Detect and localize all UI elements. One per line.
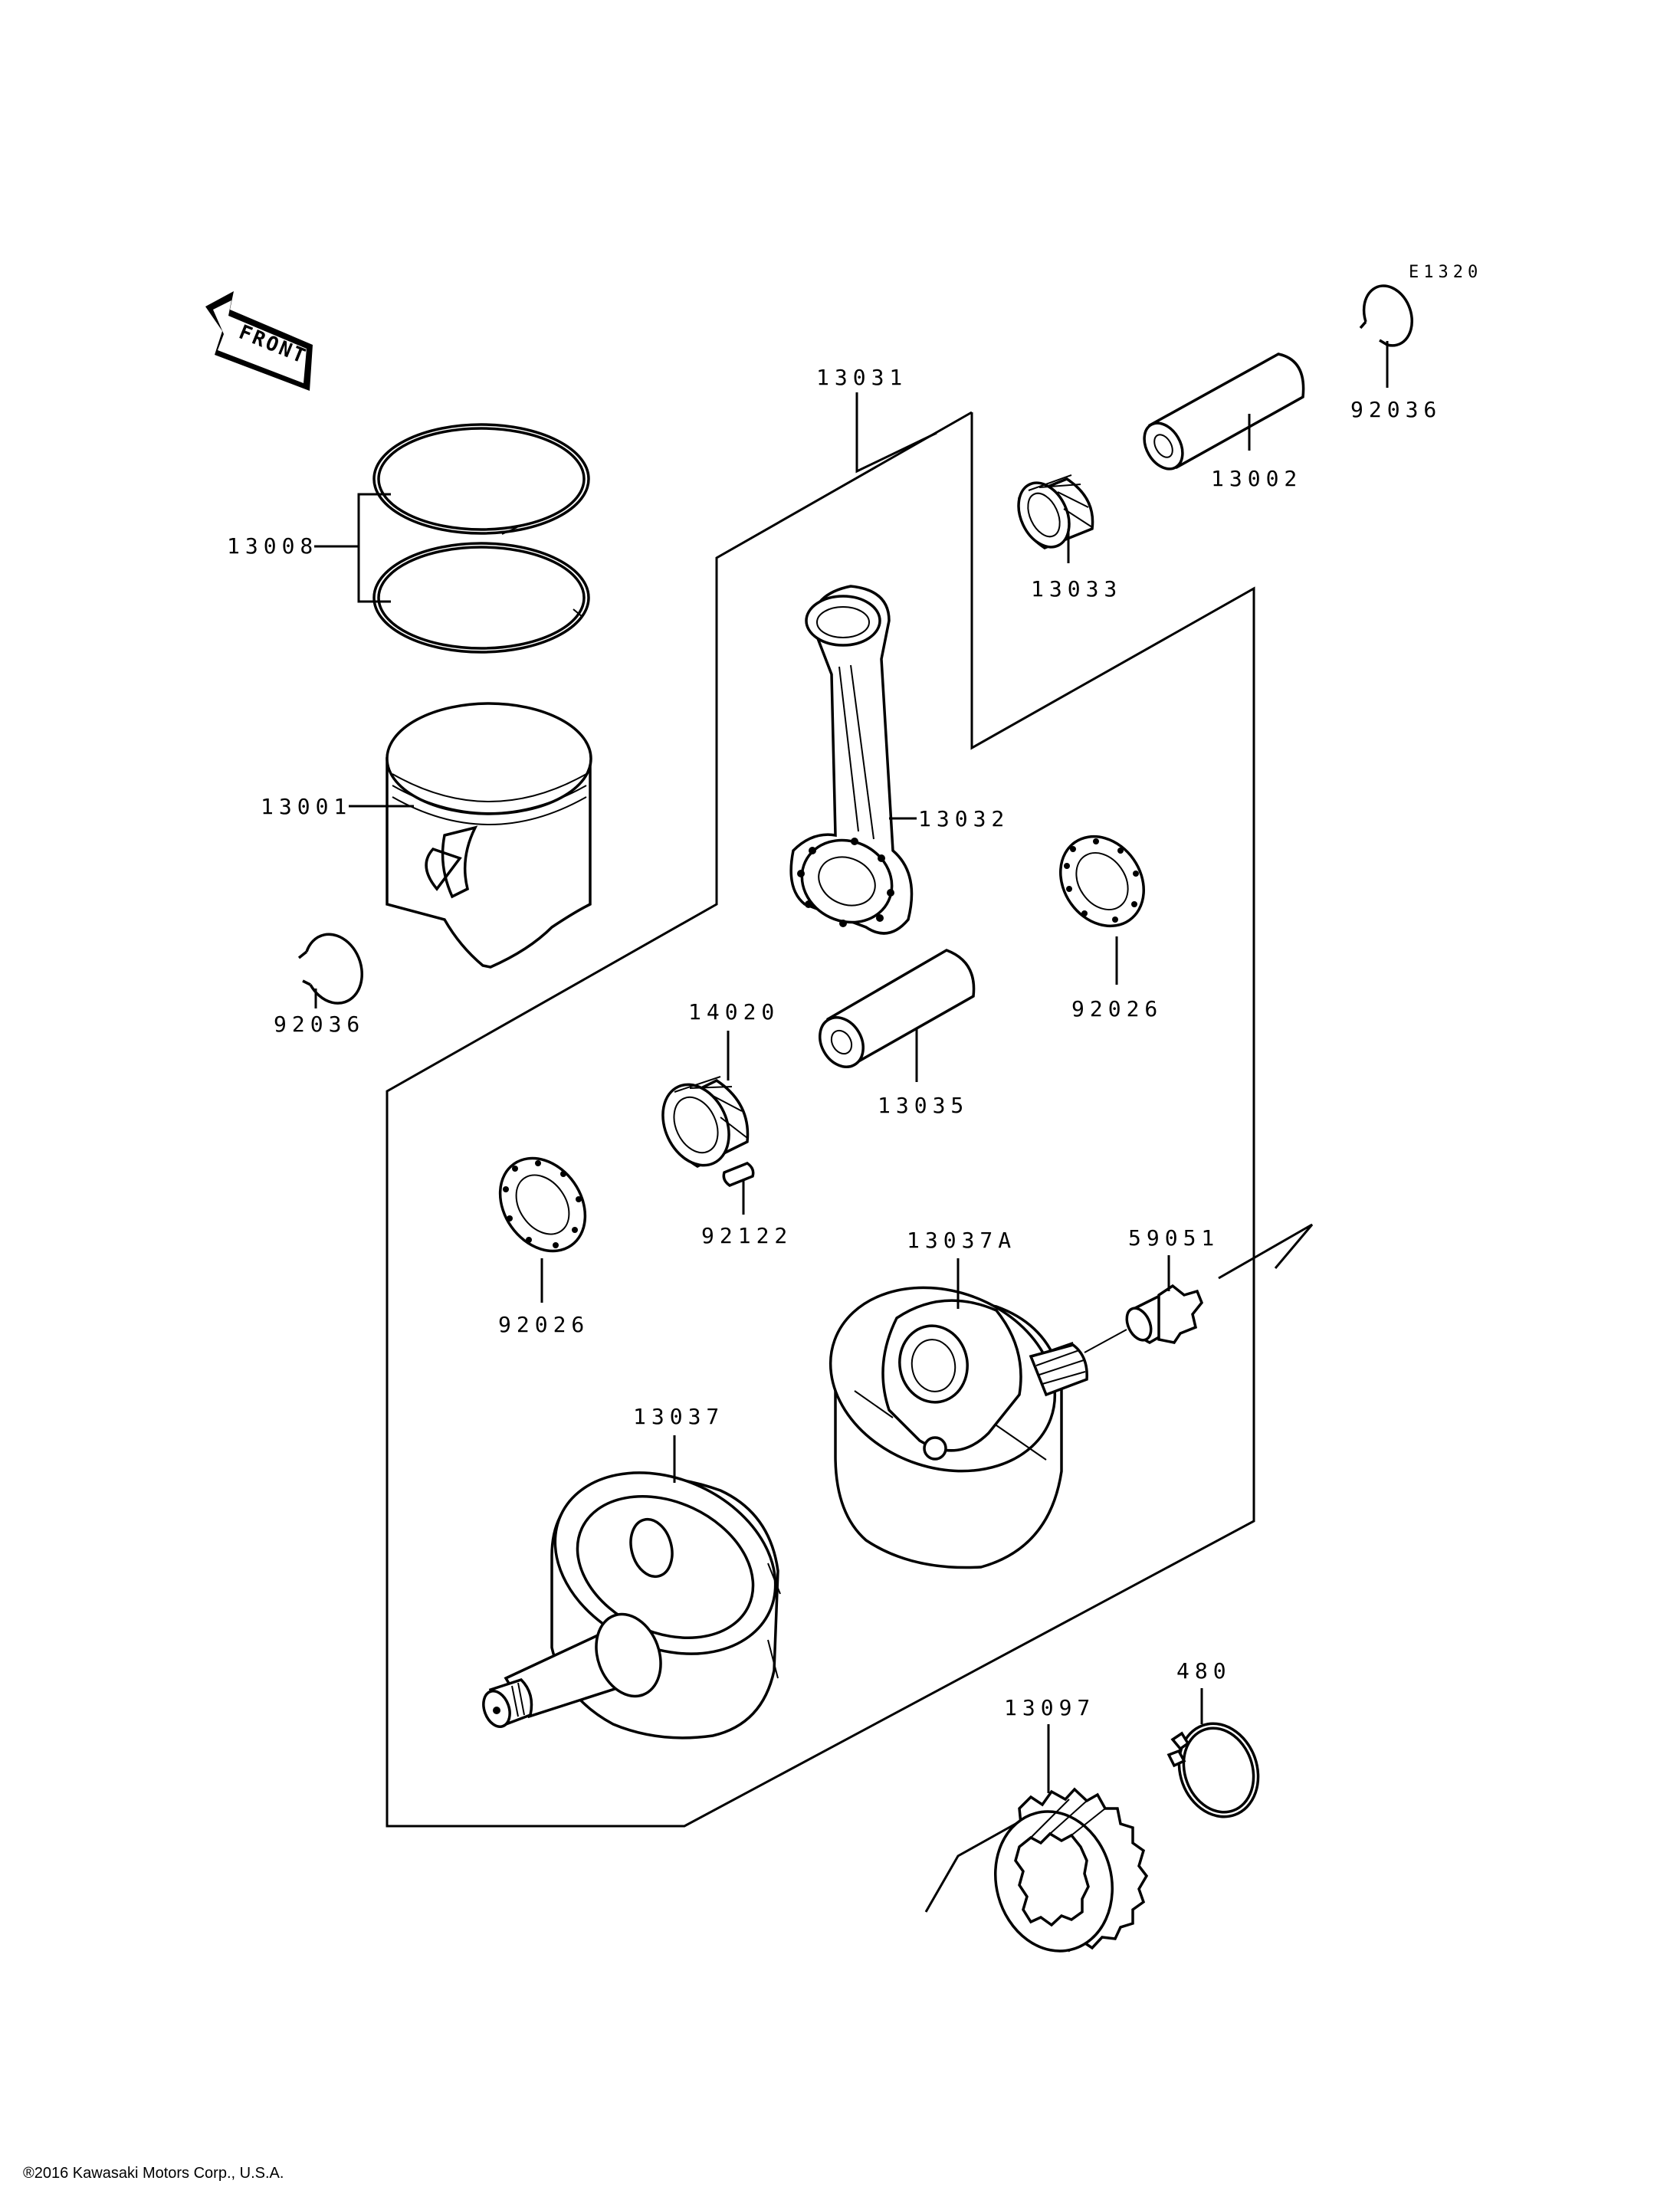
part-label-13031[interactable]: 13031	[816, 365, 907, 390]
big-end-needle-bearing[interactable]	[651, 1074, 750, 1176]
part-label-13001[interactable]: 13001	[261, 794, 352, 819]
part-label-92026-left[interactable]: 92026	[498, 1312, 589, 1337]
part-label-13035[interactable]: 13035	[878, 1093, 969, 1118]
drive-gear-small[interactable]	[1122, 1284, 1204, 1344]
leader-13008	[357, 493, 391, 603]
piston-pin[interactable]	[1137, 353, 1305, 476]
part-label-13032[interactable]: 13032	[918, 806, 1009, 831]
break-line-upper	[1218, 1223, 1314, 1280]
front-arrow-icon: FRONT	[205, 291, 313, 391]
diagram-code: E1320	[1409, 263, 1482, 282]
part-label-92122[interactable]: 92122	[701, 1223, 792, 1248]
connecting-rod[interactable]	[789, 585, 914, 936]
part-label-92026-right[interactable]: 92026	[1071, 996, 1163, 1021]
piston[interactable]	[386, 702, 592, 969]
thrust-washer-left[interactable]	[483, 1142, 602, 1267]
snap-ring[interactable]	[1166, 1713, 1271, 1828]
part-label-92036-left[interactable]: 92036	[274, 1012, 365, 1037]
dowel-pin[interactable]	[722, 1162, 755, 1187]
crank-pin[interactable]	[811, 949, 976, 1074]
part-label-480[interactable]: 480	[1176, 1658, 1232, 1684]
part-label-13037[interactable]: 13037	[633, 1404, 724, 1429]
part-label-13008[interactable]: 13008	[227, 533, 318, 559]
part-label-13037A[interactable]: 13037A	[907, 1228, 1016, 1253]
part-label-13002[interactable]: 13002	[1211, 466, 1302, 491]
part-label-59051[interactable]: 59051	[1128, 1225, 1219, 1251]
part-label-13097[interactable]: 13097	[1004, 1695, 1095, 1720]
leader-13031	[855, 392, 937, 474]
thrust-washer-right[interactable]	[1043, 821, 1160, 943]
circlip-left[interactable]	[297, 933, 363, 1005]
axis-line-59051	[1084, 1329, 1127, 1353]
primary-gear[interactable]	[980, 1787, 1149, 1964]
piston-rings[interactable]	[372, 423, 590, 654]
part-label-14020[interactable]: 14020	[688, 999, 779, 1025]
break-line-lower	[924, 1811, 1037, 1913]
assembly-boundary-outline	[386, 411, 1255, 1828]
small-end-needle-bearing[interactable]	[1009, 474, 1094, 555]
part-label-92036-right[interactable]: 92036	[1350, 397, 1442, 422]
crankshaft-left-half[interactable]	[479, 1438, 806, 1740]
circlip-right[interactable]	[1359, 284, 1414, 347]
part-label-13033[interactable]: 13033	[1031, 576, 1122, 602]
crankshaft-right-half[interactable]	[805, 1258, 1088, 1569]
copyright-notice: ®2016 Kawasaki Motors Corp., U.S.A.	[23, 2165, 284, 2182]
